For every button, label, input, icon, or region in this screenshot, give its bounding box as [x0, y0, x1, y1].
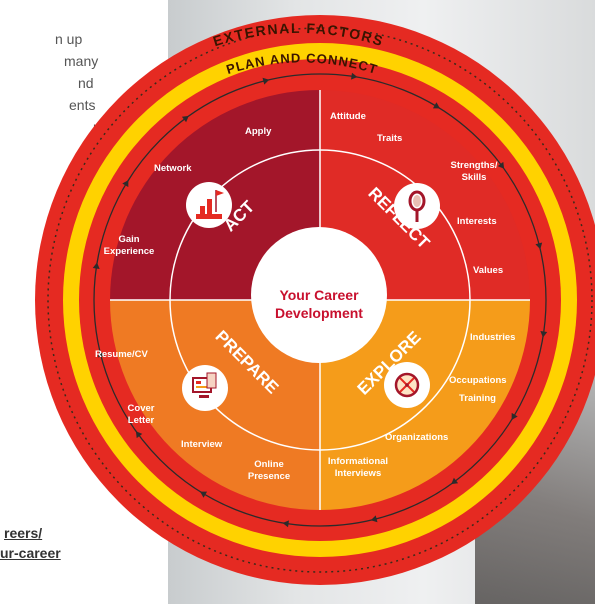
center-label: Development [275, 305, 363, 321]
outer-dotted-line [47, 27, 593, 573]
item-apply: Apply [245, 126, 272, 137]
link-line[interactable]: ur-career [0, 545, 61, 561]
item-attitude: Attitude [330, 111, 366, 122]
item-traits: Traits [377, 133, 402, 144]
reflect-icon [394, 183, 440, 229]
item-industries: Industries [470, 332, 515, 343]
item-strengths: Strengths/ [451, 160, 498, 171]
item-interests: Interests [457, 216, 497, 227]
item-informational: Informational [328, 456, 388, 467]
flow-arrowhead [282, 520, 289, 528]
flow-arrow-ring [93, 73, 547, 527]
item-skills: Skills [462, 172, 487, 183]
item-values: Values [473, 265, 503, 276]
act-icon [186, 182, 232, 228]
item-cover: Cover [128, 403, 155, 414]
item-training: Training [459, 393, 496, 404]
item-organizations: Organizations [385, 432, 448, 443]
flow-arrowhead [451, 477, 459, 485]
prepare-icon [182, 365, 228, 411]
text-line: ents [69, 97, 96, 113]
item-presence: Presence [248, 471, 290, 482]
item-online: Online [254, 459, 284, 470]
flow-arrowhead [262, 77, 270, 85]
center-circle [251, 227, 387, 363]
flow-arrowhead [92, 262, 100, 269]
item-network: Network [154, 163, 192, 174]
flow-arrows [92, 72, 548, 528]
career-link[interactable]: reers/ ur-career [0, 523, 61, 563]
item-interviews: Interviews [335, 468, 381, 479]
item-occupations: Occupations [449, 375, 507, 386]
item-labels: Apply Network Gain Experience Attitude T… [95, 111, 515, 482]
link-line[interactable]: reers/ [4, 525, 43, 541]
text-line: n up [55, 31, 83, 47]
flow-arrowhead [122, 180, 129, 188]
flow-arrowhead [135, 431, 143, 439]
flow-arrowhead [97, 350, 105, 358]
flow-arrowhead [181, 115, 189, 123]
flow-arrowhead [497, 161, 505, 169]
text-line: nd [78, 75, 94, 91]
flow-arrowhead [540, 331, 548, 338]
flow-arrowhead [535, 242, 543, 250]
flow-arrowhead [432, 102, 440, 109]
item-experience: Experience [104, 246, 155, 257]
text-line: many [64, 53, 99, 69]
flow-arrowhead [511, 412, 518, 420]
flow-arrowhead [200, 491, 208, 498]
center-label: Your Career [279, 287, 359, 303]
explore-icon [384, 362, 430, 408]
item-resume: Resume/CV [95, 349, 148, 360]
flow-arrowhead [370, 515, 378, 523]
item-letter: Letter [128, 415, 155, 426]
item-interview: Interview [181, 439, 223, 450]
flow-arrowhead [351, 72, 358, 80]
item-gain: Gain [118, 234, 139, 245]
